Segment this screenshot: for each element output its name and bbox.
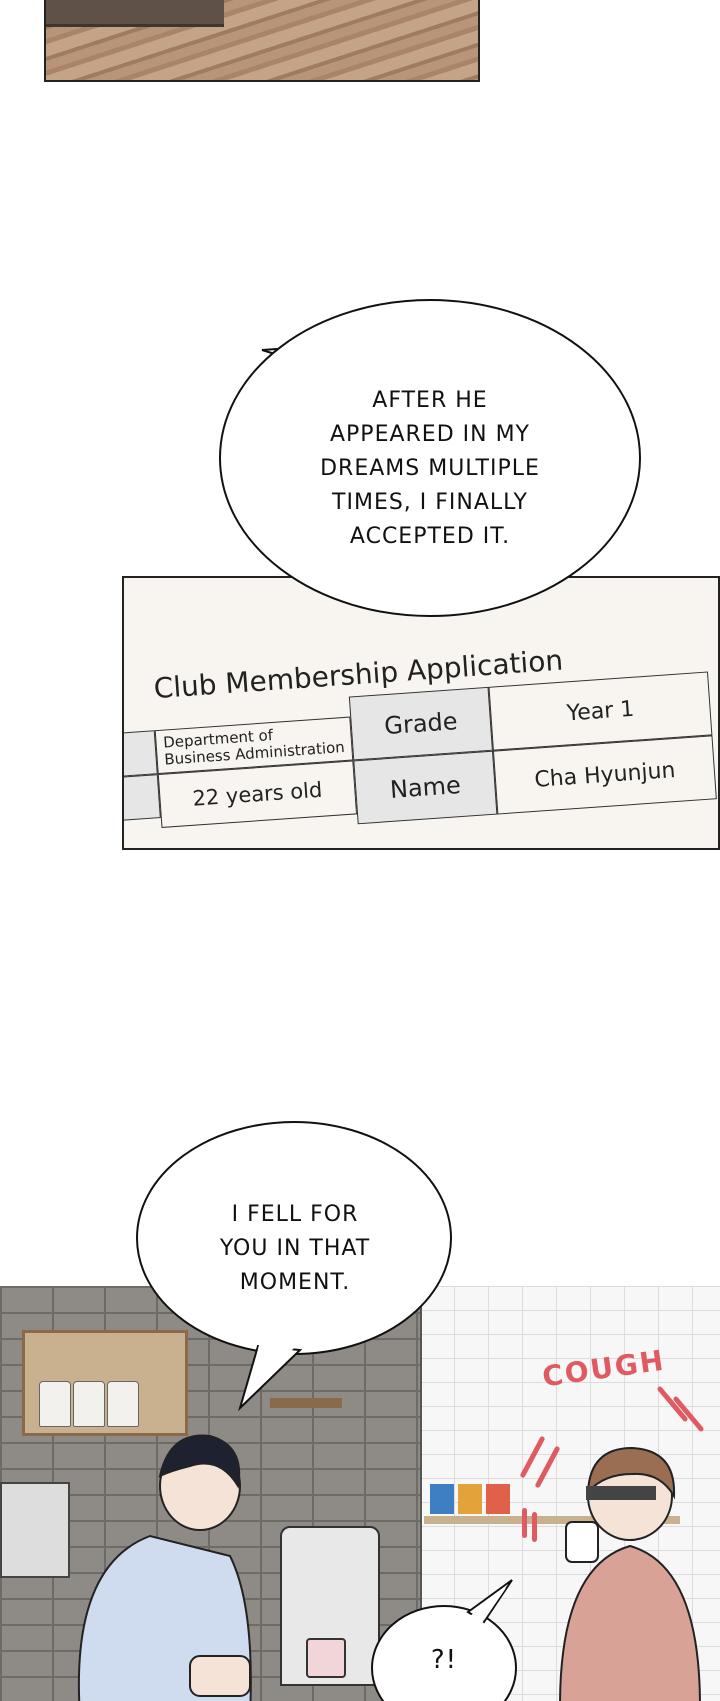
small-shelf <box>270 1398 342 1408</box>
microwave <box>0 1482 70 1578</box>
red-box <box>486 1484 510 1514</box>
sfx-mark <box>522 1508 527 1538</box>
sfx-mark <box>532 1512 537 1542</box>
blue-box <box>430 1484 454 1514</box>
jar-icon <box>39 1381 71 1427</box>
pink-mug <box>306 1638 346 1678</box>
speech-bubble-2 <box>136 1121 452 1412</box>
speech-bubble-1-text: AFTER HE APPEARED IN MY DREAMS MULTIPLE … <box>320 388 540 549</box>
kitchen-shelf <box>424 1516 680 1524</box>
membership-form-panel: Club Membership Application Department o… <box>122 576 720 850</box>
man-in-pink-sweater-figure <box>540 1426 720 1701</box>
speech-bubble-2-text: I FELL FOR YOU IN THAT MOMENT. <box>219 1202 371 1295</box>
table-edge <box>46 0 224 27</box>
wall-shelf <box>22 1330 188 1436</box>
speech-bubble-3 <box>371 1579 517 1701</box>
man-in-blue-shirt-figure <box>40 1416 270 1701</box>
top-panel-floor-image <box>44 0 480 82</box>
jar-icon <box>73 1381 105 1427</box>
speech-bubble-1 <box>219 299 641 617</box>
speech-bubble-3-text: ?! <box>430 1645 458 1675</box>
jar-icon <box>107 1381 139 1427</box>
panel-divider <box>420 1286 422 1701</box>
yellow-box <box>458 1484 482 1514</box>
